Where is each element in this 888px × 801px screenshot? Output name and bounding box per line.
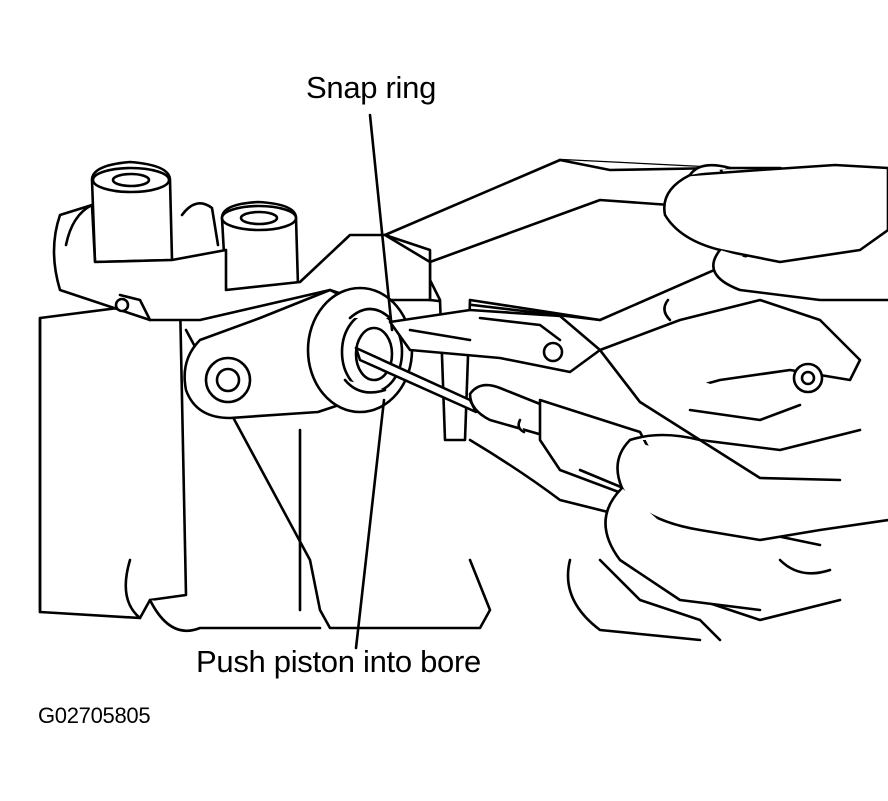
outlet-ports bbox=[92, 162, 298, 290]
hands bbox=[568, 165, 888, 640]
snap-ring-label: Snap ring bbox=[306, 70, 437, 105]
snap-ring-pliers bbox=[390, 300, 860, 480]
figure-id: G02705805 bbox=[38, 703, 151, 728]
master-cylinder-body bbox=[54, 205, 430, 320]
push-piston-label: Push piston into bore bbox=[196, 644, 481, 679]
leader-lines bbox=[356, 115, 392, 648]
